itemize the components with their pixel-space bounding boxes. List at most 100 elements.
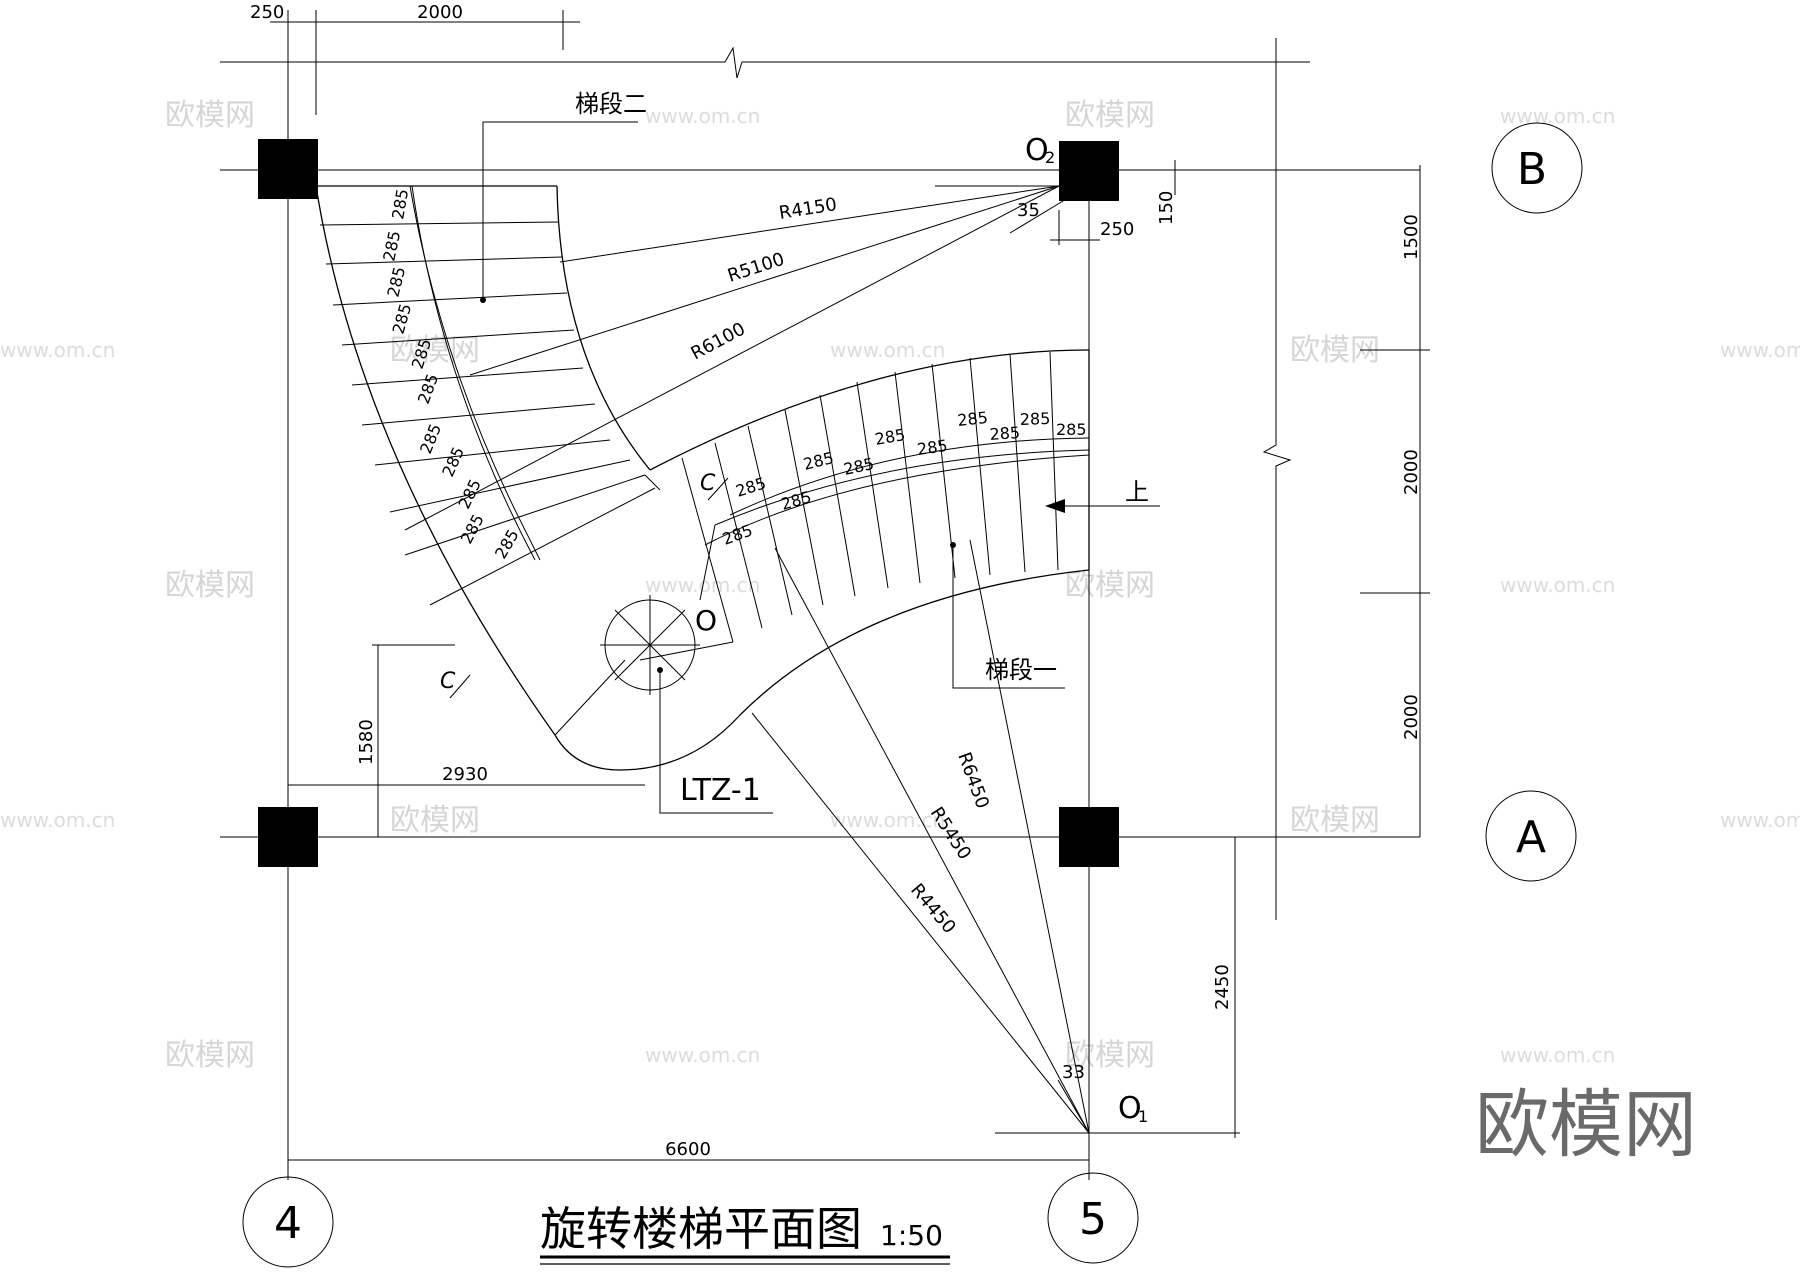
dim-right-2000-b: 2000	[1401, 694, 1422, 740]
dim-top-width: 2000	[417, 2, 463, 23]
column-label: LTZ-1	[680, 773, 761, 808]
column-b5	[1059, 141, 1119, 201]
tread-dimension-label: 285	[416, 421, 445, 456]
center-o2-subscript: 2	[1045, 148, 1055, 167]
flight-two-treads	[319, 221, 656, 606]
flight-two-inner-edge	[556, 185, 651, 471]
grid-bubbles: 4 5 B A	[242, 122, 1583, 1268]
watermark-brand: 欧模网	[1065, 568, 1155, 603]
watermark-brand: 欧模网	[1290, 803, 1380, 838]
watermark-url: www.om.cn	[830, 808, 945, 832]
tread-dimension-label: 285	[383, 265, 409, 299]
dim-right-1500: 1500	[1401, 214, 1422, 260]
tread-dimension-label: 285	[389, 302, 416, 337]
tread-dimension-label: 285	[379, 229, 404, 263]
center-o1-label: O	[1118, 1091, 1142, 1126]
watermark-brand: 欧模网	[1065, 1038, 1155, 1073]
tread-dimension-label: 285	[414, 371, 442, 406]
tread-dimension-label: 285	[438, 444, 468, 480]
flight-one-outer-edge	[554, 569, 1090, 771]
watermark-layer: 欧模网 欧模网 www.om.cn www.om.cn 欧模网 欧模网 www.…	[0, 98, 1800, 1168]
tread-dimension-label: 285	[916, 436, 949, 459]
dim-top-col: 250	[250, 2, 284, 23]
tread-dimension-label: 285	[801, 448, 835, 474]
angle-o1: 33	[1062, 1062, 1085, 1083]
dim-offset-150: 150	[1156, 191, 1177, 225]
grid-label-4: 4	[274, 1198, 302, 1249]
watermark-url: www.om.cn	[645, 1043, 760, 1067]
dim-col-size: 250	[1100, 219, 1134, 240]
grid-label-a: A	[1516, 812, 1546, 863]
watermark-brand: 欧模网	[390, 803, 480, 838]
tread-dimension-label: 285	[388, 187, 412, 220]
watermark-url: www.om.cn	[1720, 808, 1800, 832]
tread-dimension-label: 285	[1019, 409, 1050, 429]
column-b4	[258, 139, 318, 199]
grid-label-b: B	[1517, 144, 1547, 195]
drawing-scale: 1:50	[880, 1219, 943, 1252]
tread-dimension-label: 285	[720, 520, 755, 548]
flight-one-label: 梯段一	[985, 656, 1057, 684]
grid-label-5: 5	[1079, 1194, 1107, 1245]
dim-6600: 6600	[665, 1139, 711, 1160]
watermark-brand: 欧模网	[165, 1038, 255, 1073]
flight-two-outer-edge	[315, 185, 556, 736]
section-mark-c-1: C	[700, 471, 716, 496]
tread-dimension-label: 285	[455, 476, 485, 512]
center-o1-subscript: 1	[1138, 1107, 1148, 1126]
drawing-title-block: 旋转楼梯平面图 1:50	[540, 1202, 950, 1265]
tread-dimension-label: 285	[1056, 420, 1087, 439]
tread-dimension-label: 285	[989, 423, 1021, 444]
tread-dimension-label: 285	[491, 526, 523, 562]
grid-bubble-b	[1491, 122, 1583, 214]
radius-r6450: R6450	[953, 750, 993, 812]
center-o-label: O	[695, 604, 717, 637]
watermark-url: www.om.cn	[645, 104, 760, 128]
flight-two-label: 梯段二	[575, 90, 647, 118]
radius-r5450: R5450	[926, 803, 975, 863]
watermark-brand-large: 欧模网	[1475, 1082, 1697, 1168]
angle-o2: 35	[1017, 200, 1040, 221]
column-a5	[1059, 807, 1119, 867]
axis-lines	[220, 22, 1420, 1180]
watermark-url: www.om.cn	[1500, 573, 1615, 597]
column-a4	[258, 807, 318, 867]
dim-2450: 2450	[1212, 964, 1233, 1010]
watermark-url: www.om.cn	[1720, 338, 1800, 362]
flight-one-inner-edge	[649, 349, 1090, 471]
tread-dimension-label: 285	[956, 408, 988, 430]
tread-dimension-label: 285	[779, 487, 814, 514]
watermark-url: www.om.cn	[0, 338, 115, 362]
radii-from-o2: R4150 R5100 R6100 35 O 2	[404, 133, 1069, 531]
flight-one-treads	[681, 351, 1059, 643]
dim-2930: 2930	[442, 764, 488, 785]
stair-labels: 梯段二 梯段一 上 C C	[440, 90, 1160, 699]
radius-r5100: R5100	[725, 249, 787, 287]
watermark-brand: 欧模网	[165, 98, 255, 133]
overall-dimensions: 250 2000 250 150 1500 2000 2000 2450 158…	[250, 2, 1430, 1161]
watermark-url: www.om.cn	[830, 338, 945, 362]
watermark-url: www.om.cn	[1500, 104, 1615, 128]
drawing-title: 旋转楼梯平面图	[540, 1202, 862, 1256]
tread-dimension-label: 285	[873, 425, 906, 449]
watermark-brand: 欧模网	[165, 568, 255, 603]
grid-bubble-5	[1047, 1172, 1139, 1264]
ltz-column: LTZ-1 O	[600, 595, 773, 814]
watermark-brand: 欧模网	[1065, 98, 1155, 133]
tread-dimension-label: 285	[733, 473, 768, 501]
stair-geometry	[315, 185, 1090, 771]
grid-bubble-4	[242, 1176, 334, 1268]
radius-r4450: R4450	[906, 880, 960, 938]
grid-bubble-a	[1485, 790, 1577, 882]
watermark-url: www.om.cn	[0, 808, 115, 832]
structural-columns	[258, 139, 1119, 867]
dim-right-2000-a: 2000	[1401, 449, 1422, 495]
radius-r4150: R4150	[777, 194, 838, 224]
section-mark-c-2: C	[440, 669, 456, 694]
up-arrow-label: 上	[1125, 478, 1149, 506]
radius-r6100: R6100	[687, 318, 748, 364]
watermark-url: www.om.cn	[1500, 1043, 1615, 1067]
watermark-brand: 欧模网	[390, 333, 480, 368]
